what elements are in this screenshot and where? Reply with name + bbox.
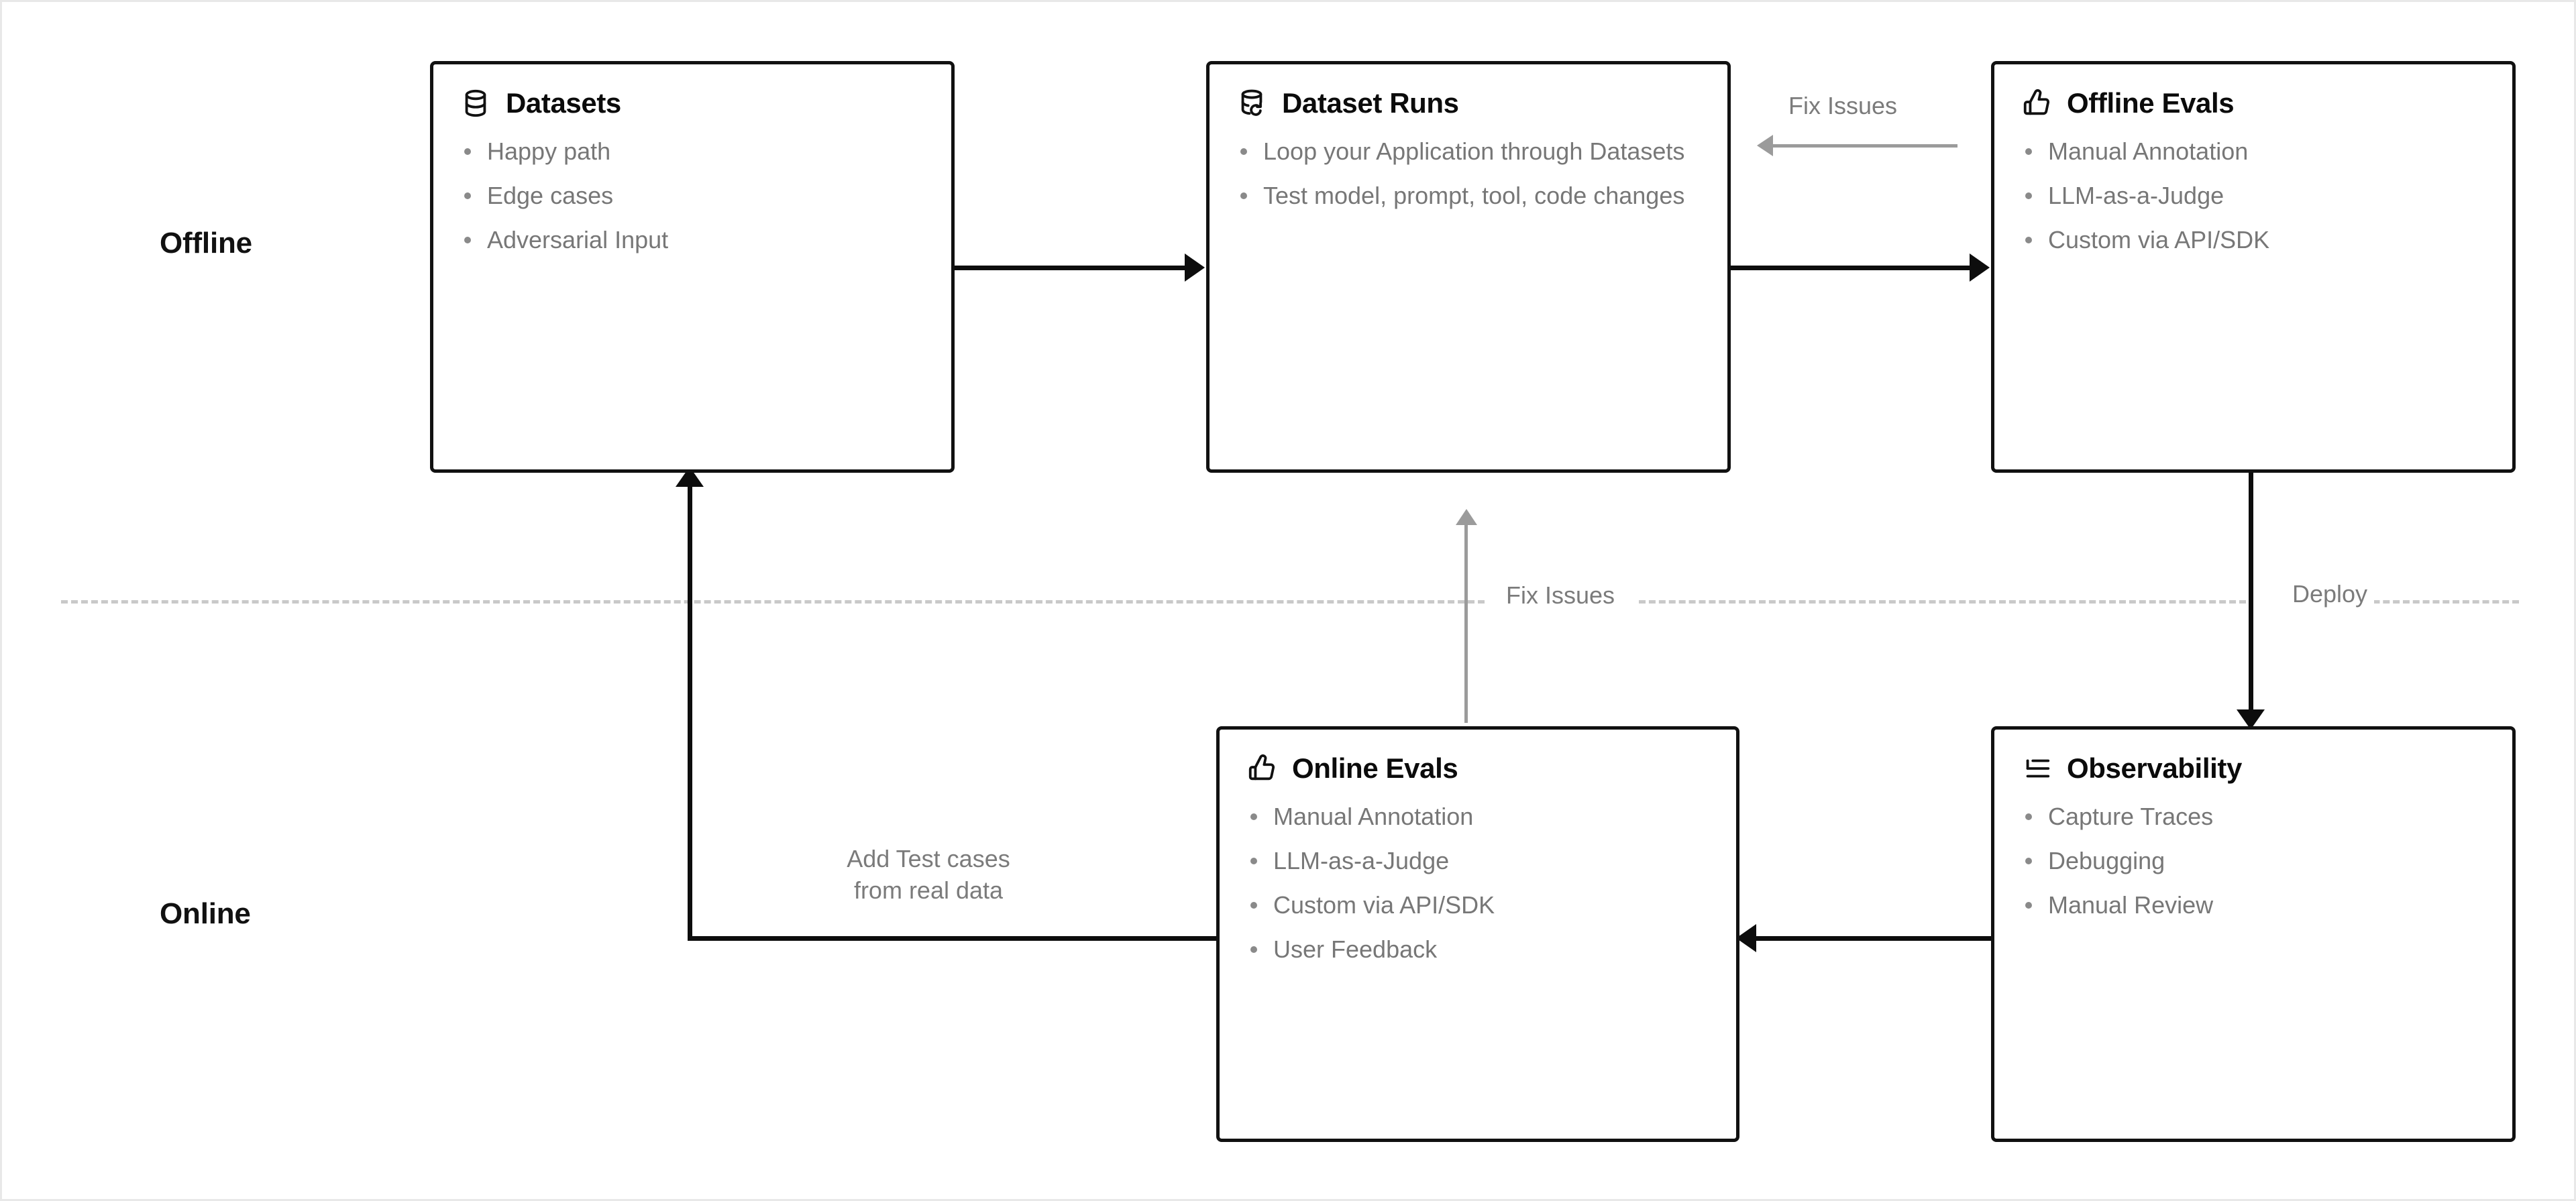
edge-add-test-cases-horizontal (688, 936, 1218, 941)
edge-label-deploy: Deploy (2286, 579, 2375, 610)
arrowhead-fix-issues-middle (1456, 509, 1477, 525)
card-dataset-runs-bullets: Loop your Application through Datasets T… (1236, 137, 1701, 211)
thumbs-up-icon (2021, 88, 2052, 119)
card-offline-evals-title: Offline Evals (2067, 87, 2235, 119)
card-online-evals-header: Online Evals (1246, 752, 1709, 785)
list-item: User Feedback (1246, 935, 1709, 964)
edge-deploy (2249, 471, 2253, 709)
card-observability-title: Observability (2067, 752, 2242, 784)
card-observability-header: Observability (2021, 752, 2485, 785)
edge-add-test-cases-vertical (688, 487, 692, 939)
divider-dashed-left (61, 600, 1485, 604)
edge-fix-issues-middle (1464, 525, 1468, 723)
list-item: LLM-as-a-Judge (1246, 846, 1709, 876)
database-refresh-icon (1236, 88, 1267, 119)
list-item: Loop your Application through Datasets (1236, 137, 1701, 166)
list-item: Capture Traces (2021, 802, 2485, 832)
card-observability[interactable]: Observability Capture Traces Debugging M… (1991, 726, 2516, 1142)
edge-dataset-runs-to-offline-evals (1726, 266, 1970, 270)
list-item: Debugging (2021, 846, 2485, 876)
list-item: Happy path (460, 137, 924, 166)
list-item: Custom via API/SDK (1246, 891, 1709, 920)
edge-datasets-to-dataset-runs (953, 266, 1185, 270)
card-online-evals-title: Online Evals (1292, 752, 1458, 784)
arrowhead-datasets-to-dataset-runs (1185, 253, 1205, 282)
edge-label-add-test-cases: Add Test cases from real data (804, 844, 1053, 907)
list-item: Manual Review (2021, 891, 2485, 920)
edge-label-add-test-cases-line2: from real data (853, 876, 1004, 904)
card-datasets-title: Datasets (506, 87, 621, 119)
edge-fix-issues-top (1773, 144, 1957, 148)
list-item: Manual Annotation (2021, 137, 2485, 166)
list-item: LLM-as-a-Judge (2021, 181, 2485, 211)
edge-label-fix-issues-middle: Fix Issues (1499, 580, 1622, 612)
list-icon (2021, 753, 2052, 784)
section-label-offline: Offline (160, 227, 252, 260)
card-online-evals-bullets: Manual Annotation LLM-as-a-Judge Custom … (1246, 802, 1709, 964)
list-item: Adversarial Input (460, 225, 924, 255)
card-offline-evals-header: Offline Evals (2021, 87, 2485, 119)
divider-dashed-middle (1639, 600, 2246, 604)
list-item: Manual Annotation (1246, 802, 1709, 832)
card-dataset-runs-title: Dataset Runs (1282, 87, 1459, 119)
card-datasets-header: Datasets (460, 87, 924, 119)
arrowhead-observability-to-online-evals (1736, 924, 1756, 952)
card-offline-evals-bullets: Manual Annotation LLM-as-a-Judge Custom … (2021, 137, 2485, 255)
card-dataset-runs-header: Dataset Runs (1236, 87, 1701, 119)
edge-label-add-test-cases-line1: Add Test cases (847, 845, 1010, 872)
list-item: Edge cases (460, 181, 924, 211)
card-dataset-runs[interactable]: Dataset Runs Loop your Application throu… (1206, 61, 1731, 473)
thumbs-up-icon (1246, 753, 1277, 784)
card-online-evals[interactable]: Online Evals Manual Annotation LLM-as-a-… (1216, 726, 1739, 1142)
section-label-online: Online (160, 897, 251, 930)
card-datasets-bullets: Happy path Edge cases Adversarial Input (460, 137, 924, 255)
database-icon (460, 88, 491, 119)
list-item: Test model, prompt, tool, code changes (1236, 181, 1701, 211)
list-item: Custom via API/SDK (2021, 225, 2485, 255)
arrowhead-fix-issues-top (1757, 135, 1773, 156)
card-datasets[interactable]: Datasets Happy path Edge cases Adversari… (430, 61, 955, 473)
divider-dashed-right (2343, 600, 2519, 604)
edge-observability-to-online-evals (1756, 936, 1991, 941)
edge-label-fix-issues-top: Fix Issues (1782, 91, 1904, 122)
card-observability-bullets: Capture Traces Debugging Manual Review (2021, 802, 2485, 920)
arrowhead-dataset-runs-to-offline-evals (1970, 253, 1990, 282)
card-offline-evals[interactable]: Offline Evals Manual Annotation LLM-as-a… (1991, 61, 2516, 473)
